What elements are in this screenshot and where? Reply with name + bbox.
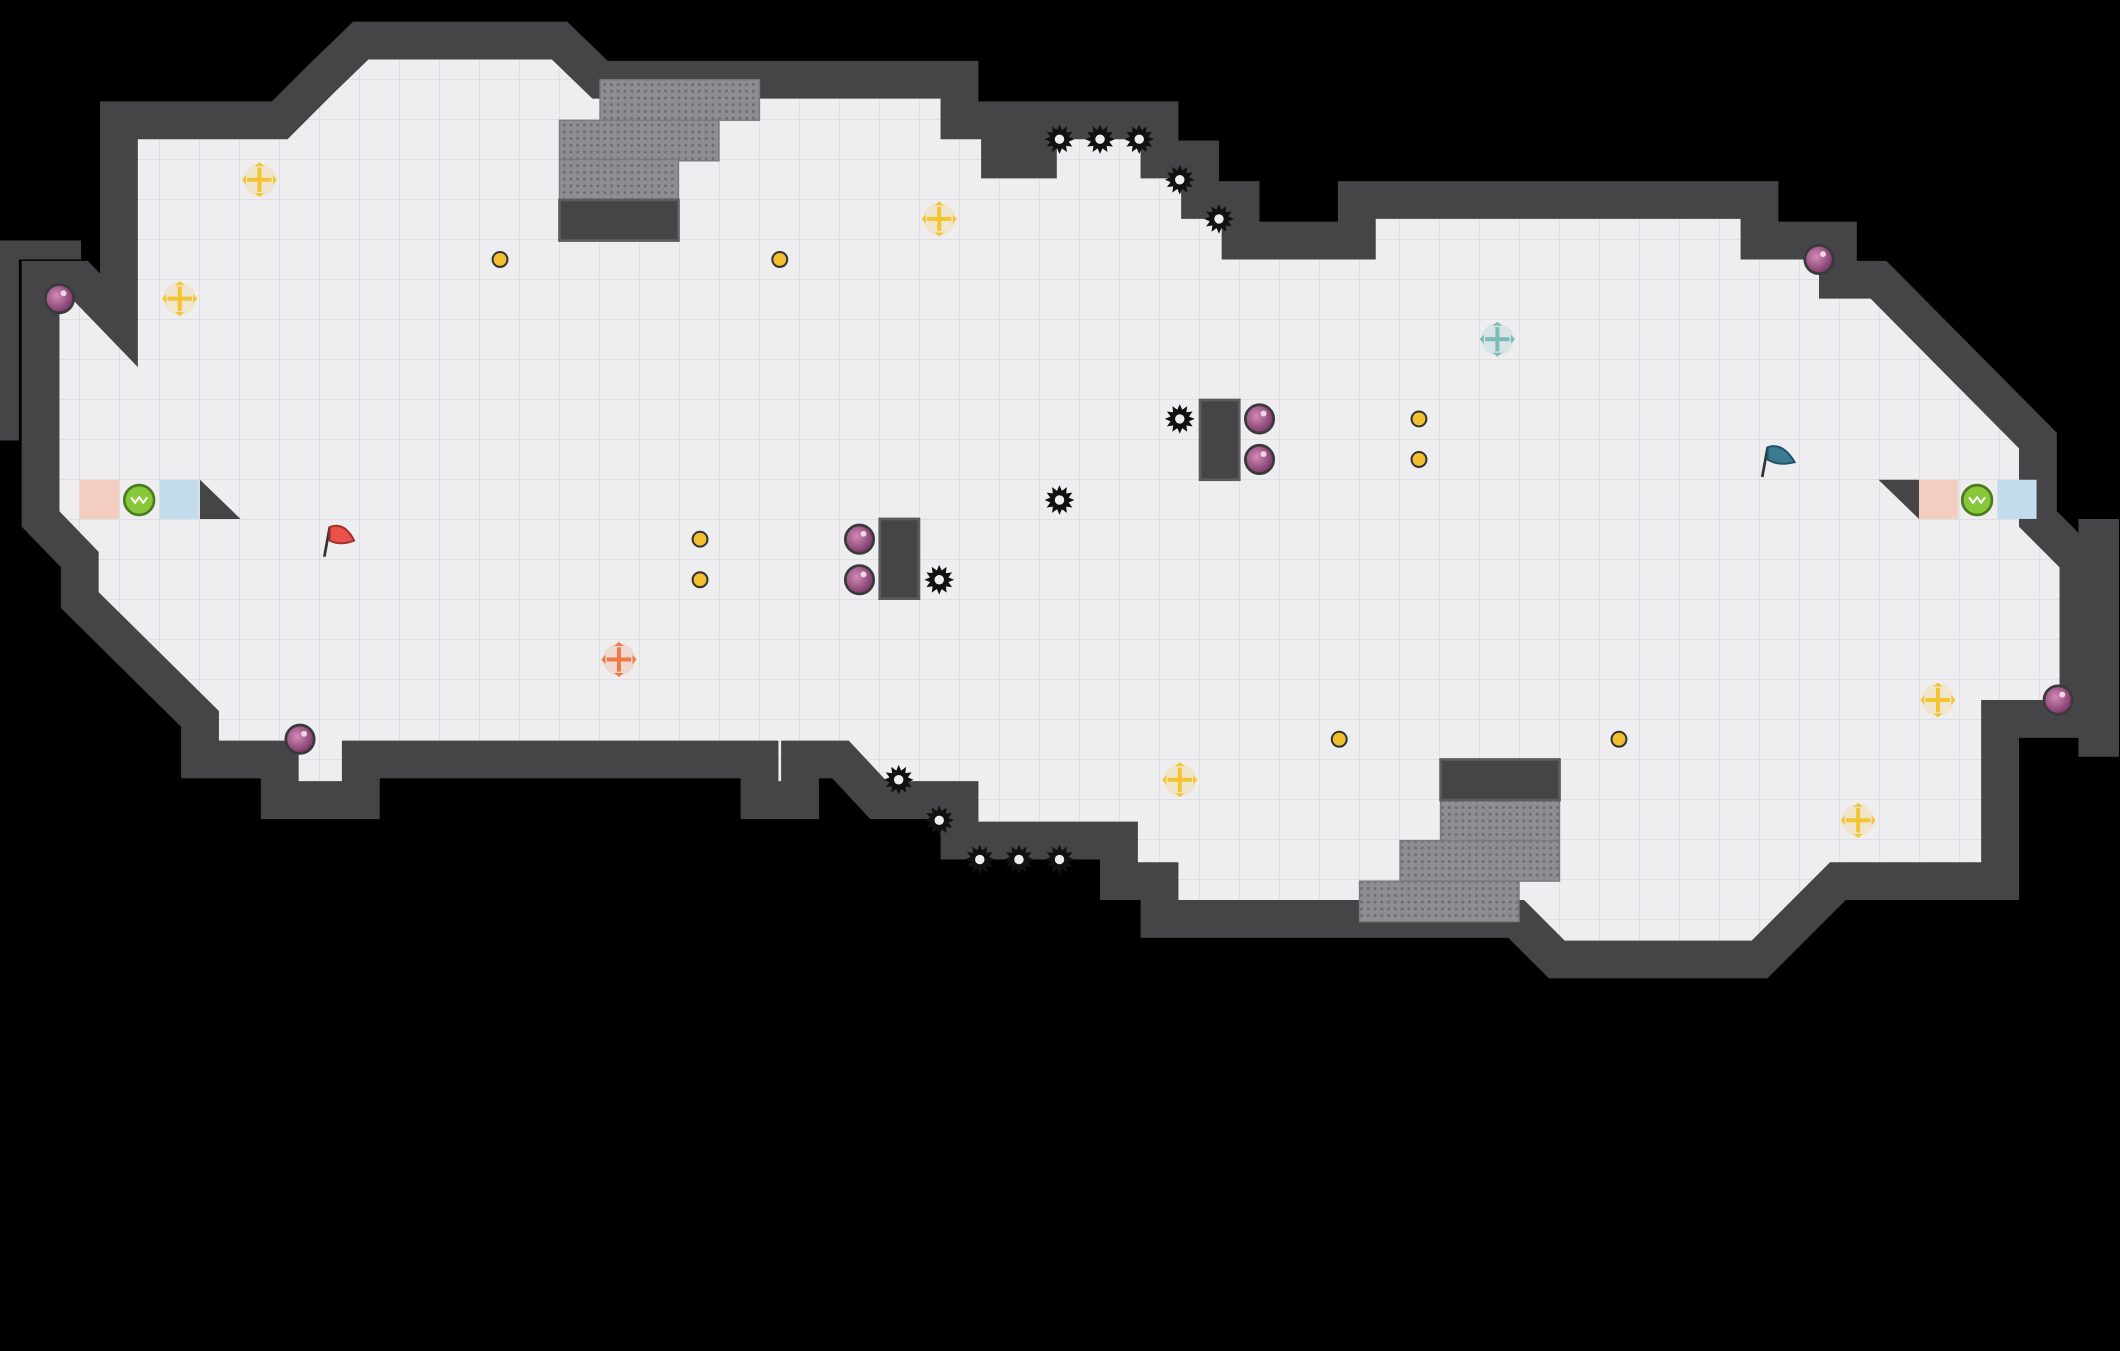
spike-icon <box>924 564 955 595</box>
red-endzone-right <box>1918 479 1959 519</box>
bomb-icon <box>1243 443 1276 476</box>
gate-left <box>122 483 156 517</box>
spike-icon <box>924 805 955 836</box>
grate-bottom-1 <box>1439 799 1561 842</box>
boost-icon <box>1840 802 1876 838</box>
boost-icon <box>241 162 278 198</box>
grate-top-1 <box>599 79 761 121</box>
spike-icon <box>1044 124 1075 155</box>
red-endzone-left <box>79 479 119 519</box>
spikes-layer <box>883 124 1234 875</box>
grate-top-3 <box>558 158 680 201</box>
gates <box>122 483 1994 517</box>
token-icon <box>1610 730 1628 748</box>
spike-icon <box>1164 164 1195 195</box>
bomb-icon <box>1243 403 1276 435</box>
spike-icon <box>1004 844 1034 875</box>
boost-icon <box>1479 321 1515 357</box>
spike-icon <box>964 844 995 875</box>
token-icon <box>1330 730 1348 748</box>
token-icon <box>491 251 509 268</box>
wall-pillar-left <box>878 517 921 601</box>
map-svg <box>0 21 2119 979</box>
bomb-icon <box>1803 243 1835 276</box>
bombs-layer <box>43 243 2074 755</box>
spike-icon <box>1044 485 1075 515</box>
bomb-icon <box>284 723 316 755</box>
tokens-layer <box>491 251 1628 748</box>
boost-icon <box>1162 762 1198 798</box>
grate-bottom-2 <box>1399 839 1561 882</box>
spike-icon <box>1085 124 1115 155</box>
bomb-icon <box>43 283 76 315</box>
red-flag-icon <box>323 524 356 558</box>
left-notch-top <box>0 240 82 441</box>
token-icon <box>1410 410 1428 428</box>
boost-icon <box>162 281 198 317</box>
wall-pillar-right <box>1198 398 1241 482</box>
blue-flag-icon <box>1760 445 1797 478</box>
gate-right <box>1960 483 1994 517</box>
boost-icon <box>1920 682 1956 718</box>
wall-bottom-ledge <box>1439 758 1561 802</box>
right-notch <box>2078 518 2119 757</box>
flags <box>323 445 1797 558</box>
spike-icon <box>883 764 914 795</box>
boosts-layer <box>162 162 1956 838</box>
blue-endzone-left <box>159 479 199 519</box>
boost-icon <box>921 201 957 237</box>
bomb-icon <box>843 523 876 555</box>
bomb-icon <box>843 564 876 596</box>
spike-icon <box>1044 844 1075 875</box>
spike-icon <box>1204 204 1234 234</box>
token-icon <box>1410 451 1428 468</box>
token-icon <box>771 251 789 268</box>
blue-endzone-right <box>1997 479 2037 519</box>
spike-icon <box>1164 404 1195 434</box>
token-icon <box>691 530 709 548</box>
grate-blocks <box>558 79 1561 923</box>
boost-icon <box>601 641 637 678</box>
token-icon <box>691 571 709 589</box>
wall-top-ledge <box>558 198 680 242</box>
spike-icon <box>1124 124 1155 155</box>
bomb-icon <box>2042 684 2074 716</box>
grate-bottom-3 <box>1358 880 1520 923</box>
grate-top-2 <box>558 119 720 162</box>
end-zones <box>79 479 2037 519</box>
